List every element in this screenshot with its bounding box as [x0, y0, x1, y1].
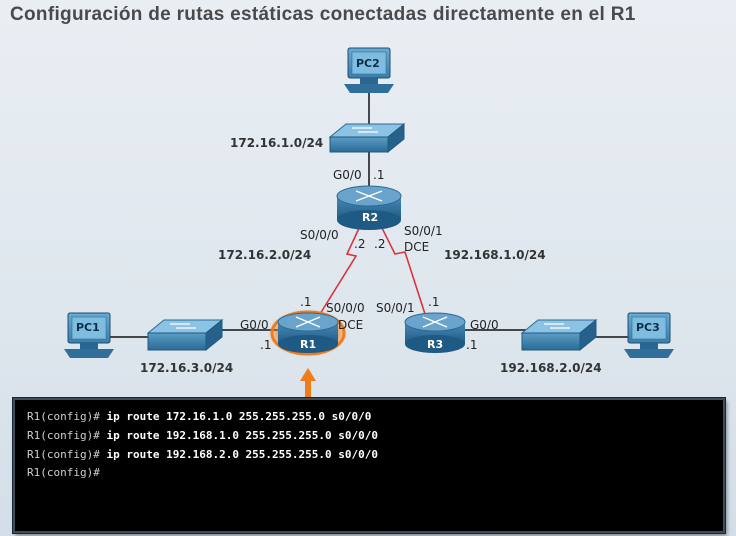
r3-s001-label: S0/0/1: [376, 301, 415, 315]
r2-label: R2: [362, 211, 379, 224]
switch-top-icon: [328, 122, 406, 154]
network-label-172-16-3: 172.16.3.0/24: [140, 361, 234, 375]
cli-line-1: R1(config)# ip route 172.16.1.0 255.255.…: [27, 410, 372, 423]
pc3-label: PC3: [636, 321, 660, 334]
pc2-icon: [344, 47, 394, 93]
network-label-192-168-1: 192.168.1.0/24: [444, 248, 546, 262]
r2-s001-ip: .2: [374, 237, 386, 251]
page-title: Configuración de rutas estáticas conecta…: [10, 4, 636, 25]
network-label-192-168-2: 192.168.2.0/24: [500, 361, 602, 375]
r2-dce-label: DCE: [404, 240, 430, 254]
switch-left-icon: [146, 318, 224, 352]
r1-s000-ip: .1: [300, 295, 312, 309]
r2-g00-ip: .1: [373, 168, 385, 182]
r2-s000-label: S0/0/0: [300, 228, 339, 242]
pc3-icon: [624, 312, 674, 358]
network-label-172-16-2: 172.16.2.0/24: [218, 248, 312, 262]
r3-label: R3: [427, 338, 444, 351]
r1-dce-label: DCE: [338, 318, 364, 332]
cli-line-3: R1(config)# ip route 192.168.2.0 255.255…: [27, 448, 379, 461]
serial-links: [319, 223, 426, 315]
pc2-label: PC2: [356, 57, 380, 70]
r2-s000-ip: .2: [354, 237, 366, 251]
cli-line-4: R1(config)#: [27, 466, 100, 479]
cli-line-2: R1(config)# ip route 192.168.1.0 255.255…: [27, 429, 379, 442]
link-r1-r2-serial: [319, 223, 362, 315]
r3-g00-label: G0/0: [470, 318, 499, 332]
pc1-label: PC1: [76, 321, 100, 334]
r1-label: R1: [300, 338, 317, 351]
r3-s001-ip: .1: [428, 295, 440, 309]
r1-s000-label: S0/0/0: [326, 301, 365, 315]
r1-g00-ip: .1: [260, 338, 272, 352]
pc1-icon: [64, 312, 114, 358]
r2-s001-label: S0/0/1: [404, 224, 443, 238]
network-label-172-16-1: 172.16.1.0/24: [230, 136, 324, 150]
arrow-up-icon: [300, 368, 316, 398]
r3-g00-ip: .1: [466, 338, 478, 352]
switch-right-icon: [520, 318, 598, 352]
cli-terminal[interactable]: R1(config)# ip route 172.16.1.0 255.255.…: [13, 398, 725, 533]
router-r2-icon: [336, 185, 402, 230]
router-r1-icon: [268, 309, 348, 357]
router-r3-icon: [404, 312, 466, 353]
r2-g00-label: G0/0: [333, 168, 362, 182]
link-r2-r3-serial: [379, 223, 426, 315]
r1-g00-label: G0/0: [240, 318, 269, 332]
